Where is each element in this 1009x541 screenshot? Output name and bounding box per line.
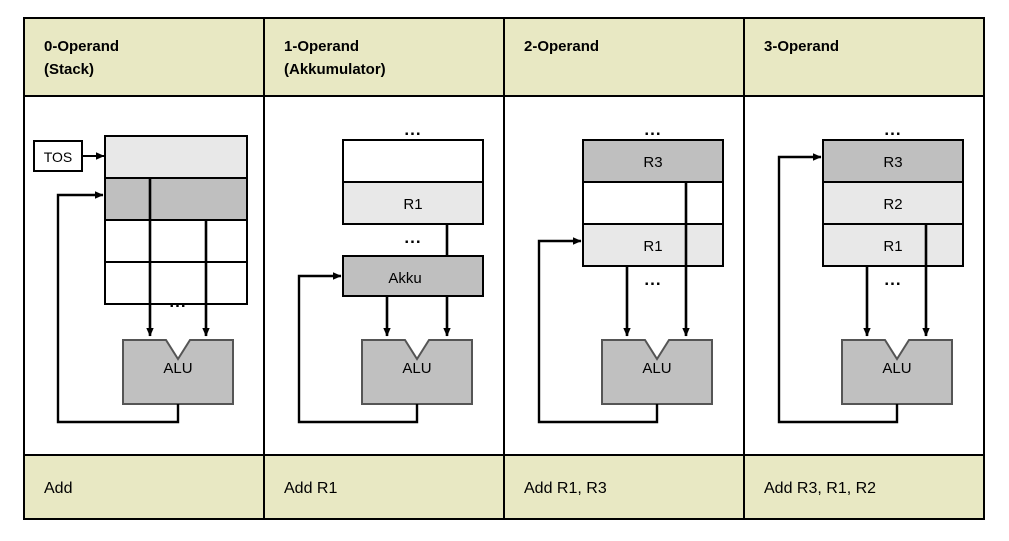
instruction-2-operand: Add R1, R3 <box>524 480 607 497</box>
header-subtitle-0-operand: (Stack) <box>44 61 94 78</box>
header-title-3-operand: 3-Operand <box>764 38 839 55</box>
tos-pointer: TOS <box>33 140 105 172</box>
alu-label: ALU <box>402 360 431 377</box>
register-label-r1: R1 <box>643 238 662 255</box>
instruction-row: Add Add R1 Add R1, R3 Add R3, R1, R2 <box>44 480 876 497</box>
alu-2-operand: ALU <box>601 339 713 405</box>
regfile-ellipsis-top: ... <box>884 120 901 139</box>
regfile-ellipsis-bottom: ... <box>644 270 661 289</box>
alu-feedback-path <box>777 153 899 424</box>
alu-1-operand: ALU <box>361 339 473 405</box>
alu-label: ALU <box>163 360 192 377</box>
column-headers: 0-Operand (Stack) 1-Operand (Akkumulator… <box>44 38 839 78</box>
stack-cell-3 <box>104 219 248 263</box>
register-label-r3: R3 <box>643 154 662 171</box>
instruction-0-operand: Add <box>44 480 72 497</box>
alu-label: ALU <box>882 360 911 377</box>
register-cell-empty <box>582 181 724 225</box>
tos-label: TOS <box>44 149 73 165</box>
register-label-r3: R3 <box>883 154 902 171</box>
instruction-1-operand: Add R1 <box>284 480 337 497</box>
register-file-3-operand: R3 R2 R1 <box>822 139 964 267</box>
header-title-0-operand: 0-Operand <box>44 38 119 55</box>
alu-feedback-path <box>297 272 419 424</box>
regfile-ellipsis-bottom: ... <box>884 270 901 289</box>
alu-feedback-path <box>537 237 659 424</box>
alu-feedback-path <box>56 191 180 424</box>
table-frame <box>23 17 985 520</box>
register-label-r2: R2 <box>883 196 902 213</box>
alu-0-operand: ALU <box>122 339 234 405</box>
register-cell-r2 <box>822 181 964 225</box>
accumulator-label: Akku <box>388 270 421 287</box>
register-cell-empty <box>342 139 484 183</box>
header-subtitle-1-operand: (Akkumulator) <box>284 61 386 78</box>
alu-label: ALU <box>642 360 671 377</box>
regfile-ellipsis-bottom: ... <box>404 228 421 247</box>
accumulator-box: Akku <box>342 255 484 297</box>
column-body-1-operand: ... R1 ... Akku ALU <box>297 120 484 424</box>
header-title-1-operand: 1-Operand <box>284 38 359 55</box>
register-file-1-operand: R1 <box>342 139 484 225</box>
stack-ellipsis: ... <box>169 292 186 311</box>
stack-storage <box>104 135 248 305</box>
register-label-r1: R1 <box>883 238 902 255</box>
regfile-ellipsis-top: ... <box>644 120 661 139</box>
header-title-2-operand: 2-Operand <box>524 38 599 55</box>
column-body-2-operand: ... R3 R1 ... ALU <box>537 120 724 424</box>
alu-3-operand: ALU <box>841 339 953 405</box>
stack-cell-4 <box>104 261 248 305</box>
column-body-0-operand: TOS ... ALU <box>33 135 248 424</box>
stack-cell-tos <box>104 135 248 179</box>
register-label-r1: R1 <box>403 196 422 213</box>
regfile-ellipsis-top: ... <box>404 120 421 139</box>
column-body-3-operand: ... R3 R2 R1 ... ALU <box>777 120 964 424</box>
register-cell-r1 <box>822 223 964 267</box>
register-cell-r1 <box>342 181 484 225</box>
instruction-3-operand: Add R3, R1, R2 <box>764 480 876 497</box>
register-cell-r1 <box>582 223 724 267</box>
register-file-2-operand: R3 R1 <box>582 139 724 267</box>
stack-cell-second <box>104 177 248 221</box>
